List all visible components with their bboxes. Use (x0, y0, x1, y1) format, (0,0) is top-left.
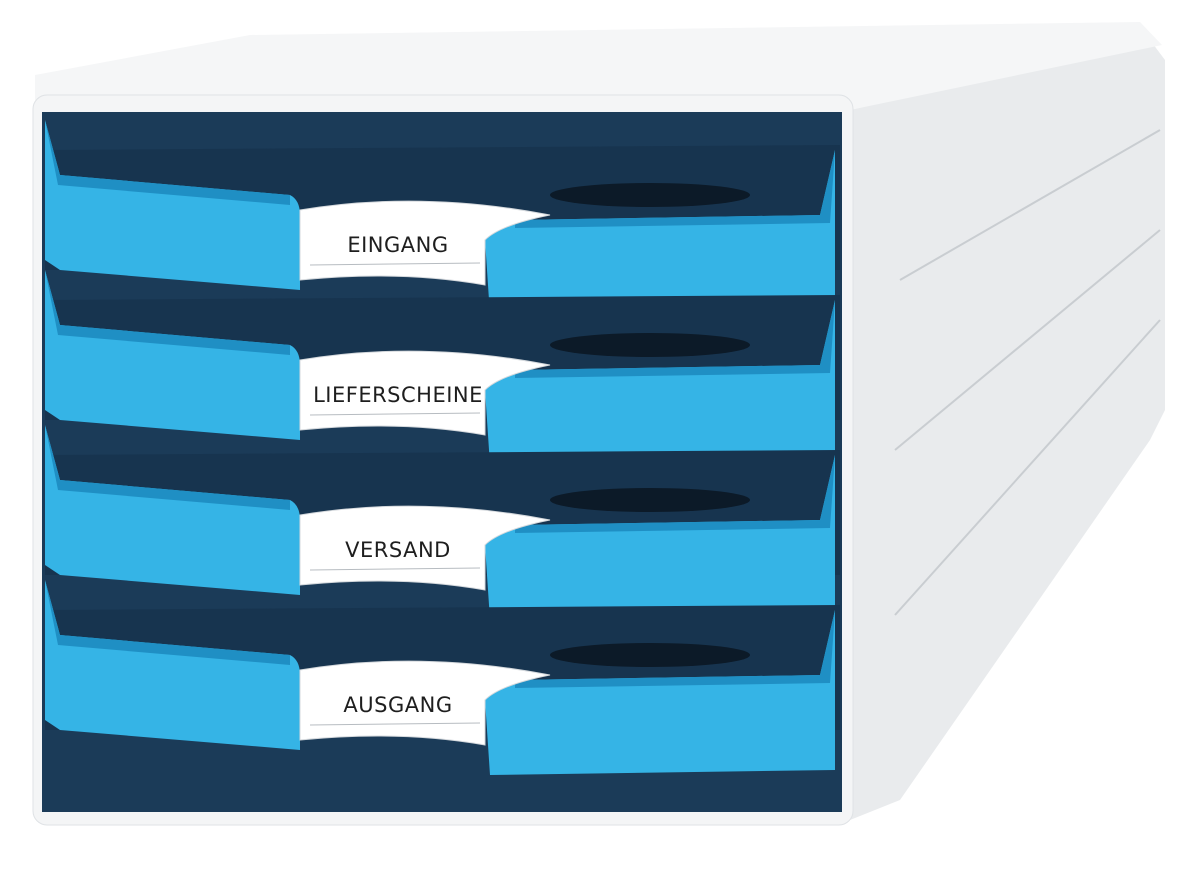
drawer-1[interactable]: EINGANG (45, 120, 840, 315)
drawer-front-left[interactable] (45, 270, 300, 440)
label-underline (309, 262, 481, 266)
drawer-front-left[interactable] (45, 425, 300, 595)
drawer-label: VERSAND (345, 538, 451, 562)
drawer-front-right[interactable] (485, 610, 835, 775)
drawer-edge-right (515, 455, 835, 533)
drawer-edge-left (45, 120, 290, 205)
cabinet-side-panel (850, 40, 1165, 820)
drawer-2[interactable]: LIEFERSCHEINE (45, 270, 840, 465)
drawer-edge-right (515, 150, 835, 228)
drawer-label: AUSGANG (343, 693, 452, 717)
grip-hole (550, 488, 750, 512)
side-ribs (894, 129, 1161, 616)
drawer-edge-left (45, 425, 290, 510)
drawer-edge-left (45, 580, 290, 665)
label-underline (309, 567, 481, 571)
drawer-3[interactable]: VERSAND (45, 425, 840, 620)
grip-hole (550, 183, 750, 207)
drawer-front-right[interactable] (485, 455, 835, 620)
drawer-4[interactable]: AUSGANG (45, 580, 840, 775)
drawer-front-left[interactable] (45, 120, 300, 290)
drawer-label: EINGANG (347, 233, 448, 257)
drawer-edge-left (45, 270, 290, 355)
drawer-front-right[interactable] (485, 300, 835, 465)
drawer-front-right[interactable] (485, 150, 835, 315)
drawer-front-left[interactable] (45, 580, 300, 750)
label-underline (309, 412, 481, 416)
cabinet-top (35, 22, 1162, 110)
drawer-label: LIEFERSCHEINE (313, 383, 483, 407)
grip-hole (550, 643, 750, 667)
drawer-edge-right (515, 300, 835, 378)
grip-hole (550, 333, 750, 357)
drawer-edge-right (515, 610, 835, 688)
label-underline (309, 722, 481, 726)
